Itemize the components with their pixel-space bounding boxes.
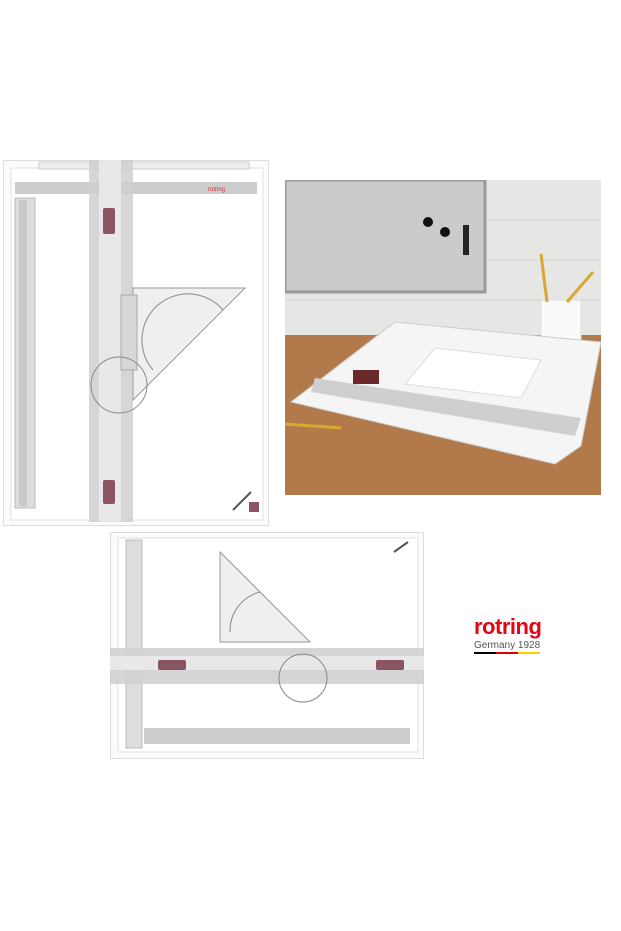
- drawing-board-portrait-image: rotring: [3, 160, 269, 526]
- svg-text:rotring: rotring: [208, 187, 225, 193]
- logo-wordmark: rotring: [474, 614, 542, 639]
- drawing-board-on-desk-photo: [283, 178, 602, 495]
- german-flag-stripe: [474, 652, 540, 654]
- logo-tagline: Germany 1928: [474, 640, 541, 651]
- drawing-board-landscape-image: [110, 532, 424, 759]
- rotring-logo: rotring Germany 1928: [474, 616, 564, 654]
